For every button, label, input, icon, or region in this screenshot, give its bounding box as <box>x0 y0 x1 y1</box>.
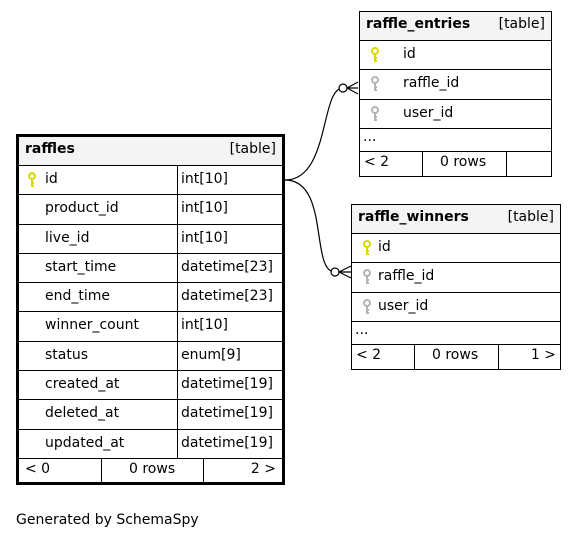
table-row: raffle_id <box>352 263 560 293</box>
footer-rows: 0 rows <box>432 346 479 363</box>
relationship-optional-marker <box>330 267 340 277</box>
table-header: raffle_entries [table] <box>360 12 551 41</box>
column-type: datetime[19] <box>181 376 273 393</box>
column-type: int[10] <box>181 229 228 246</box>
table-footer: < 2 0 rows <box>360 151 551 176</box>
ellipsis: ... <box>355 321 369 338</box>
table-row: id <box>352 234 560 264</box>
relationship-optional-marker <box>338 83 348 93</box>
table-row: end_time datetime[23] <box>19 283 282 313</box>
table-kind: [table] <box>498 16 545 32</box>
footer-next: 1 > <box>530 346 556 363</box>
table-raffle-entries[interactable]: raffle_entries [table] id raffle_id user_i… <box>359 11 552 177</box>
column-type: datetime[19] <box>181 405 273 422</box>
relationship-crowfoot-marker <box>346 81 359 95</box>
key-icon <box>363 298 371 319</box>
table-kind: [table] <box>507 209 554 225</box>
column-type: int[10] <box>181 200 228 217</box>
column-name: live_id <box>45 229 90 246</box>
table-row: product_id int[10] <box>19 195 282 225</box>
key-icon <box>371 105 379 126</box>
ellipsis: ... <box>363 128 377 145</box>
column-name: user_id <box>403 104 454 121</box>
column-name: id <box>378 239 391 255</box>
table-row: id <box>360 41 551 71</box>
column-name: status <box>45 346 89 363</box>
key-icon <box>363 269 371 289</box>
table-row: start_time datetime[23] <box>19 253 282 284</box>
column-name: start_time <box>45 258 117 275</box>
generated-by-label: Generated by SchemaSpy <box>16 512 199 528</box>
ellipsis-row: ... <box>352 322 560 345</box>
column-type: int[10] <box>181 317 228 334</box>
key-icon <box>363 240 371 260</box>
column-name: id <box>45 171 58 187</box>
column-name: raffle_id <box>378 268 435 285</box>
table-row: live_id int[10] <box>19 224 282 254</box>
column-name: winner_count <box>45 317 139 334</box>
table-header: raffles [table] <box>19 137 282 166</box>
footer-rows: 0 rows <box>440 153 487 170</box>
table-row: updated_at datetime[19] <box>19 429 282 459</box>
footer-prev: < 2 <box>364 153 390 170</box>
column-type: datetime[19] <box>181 434 273 451</box>
footer-prev: < 0 <box>25 460 51 477</box>
table-row: user_id <box>352 293 560 322</box>
relationship-crowfoot-marker <box>338 265 352 279</box>
column-name: end_time <box>45 288 111 305</box>
column-type: enum[9] <box>181 346 241 363</box>
table-row: raffle_id <box>360 70 551 100</box>
column-name: deleted_at <box>45 405 120 422</box>
table-row: deleted_at datetime[19] <box>19 400 282 430</box>
key-icon <box>28 172 36 192</box>
table-name: raffle_entries <box>366 16 471 32</box>
column-name: raffle_id <box>403 75 460 92</box>
relationship-line-raffle-entries <box>284 87 344 181</box>
table-footer: < 2 0 rows 1 > <box>352 344 560 369</box>
column-type: datetime[23] <box>181 288 273 305</box>
table-header: raffle_winners [table] <box>352 205 560 234</box>
column-type: int[10] <box>181 171 228 187</box>
column-name: id <box>403 46 416 62</box>
footer-prev: < 2 <box>356 346 382 363</box>
table-raffles[interactable]: raffles [table] id int[10] product_id int[1… <box>16 134 285 485</box>
column-name: user_id <box>378 297 429 314</box>
ellipsis-row: ... <box>360 129 551 152</box>
table-row: winner_count int[10] <box>19 312 282 342</box>
table-name: raffles <box>25 141 75 157</box>
table-name: raffle_winners <box>358 209 469 225</box>
footer-rows: 0 rows <box>129 460 176 477</box>
column-name: product_id <box>45 200 119 217</box>
key-icon <box>371 76 379 96</box>
column-name: updated_at <box>45 434 125 451</box>
column-name: created_at <box>45 376 120 393</box>
relationship-line-raffle-winners <box>284 179 336 273</box>
key-icon <box>371 47 379 67</box>
table-raffle-winners[interactable]: raffle_winners [table] id raffle_id user_i… <box>351 204 561 370</box>
footer-next: 2 > <box>250 460 276 477</box>
table-row: id int[10] <box>19 166 282 196</box>
table-row: user_id <box>360 100 551 129</box>
table-row: created_at datetime[19] <box>19 371 282 401</box>
table-footer: < 0 0 rows 2 > <box>19 458 282 484</box>
table-kind: [table] <box>229 141 276 157</box>
table-row: status enum[9] <box>19 341 282 372</box>
column-type: datetime[23] <box>181 258 273 275</box>
